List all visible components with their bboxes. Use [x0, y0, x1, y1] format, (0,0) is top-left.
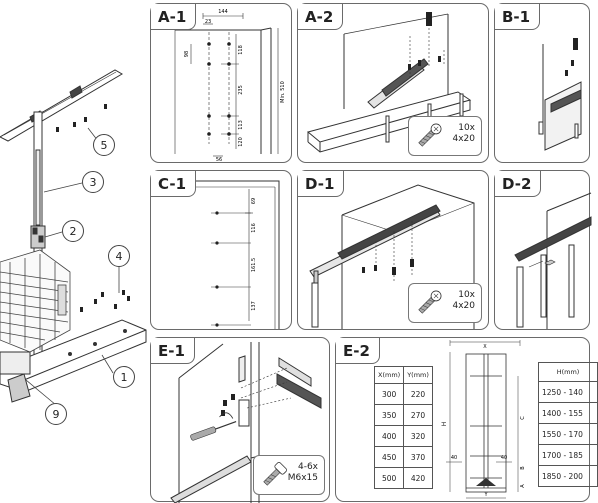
- panel-d1: D-1: [297, 170, 489, 330]
- e1-drawing: [170, 342, 322, 503]
- dim-h-label: H: [441, 422, 448, 427]
- dim-a-label: A: [520, 484, 526, 488]
- dim-x-label: X: [483, 344, 487, 350]
- a1-dim-d1: 118: [238, 45, 244, 55]
- a1-dim-right: Min. 510: [280, 81, 286, 103]
- panel-label: D-2: [495, 171, 542, 197]
- callout-4: 4: [108, 245, 130, 267]
- table-header-y: Y(mm): [403, 366, 433, 384]
- screw-size: M6x15: [287, 473, 318, 483]
- c1-drawing: 69 116 161.5 137: [187, 180, 280, 329]
- c1-dim-d3: 161.5: [251, 258, 257, 272]
- c1-dim-d1: 69: [251, 198, 257, 204]
- a1-dim-left: 98: [184, 51, 190, 57]
- panel-a1: A-1: [150, 3, 292, 163]
- table-row: 1850 - 200: [538, 465, 598, 487]
- table-row: 1700 - 185: [538, 444, 598, 466]
- callout-5: 5: [93, 134, 115, 156]
- screw-size: 4x20: [452, 301, 475, 311]
- a1-drawing: 144 23 98 118 235 113 120 56 Min. 510: [174, 9, 286, 163]
- screw-size: 4x20: [452, 134, 475, 144]
- panel-label: B-1: [495, 4, 541, 30]
- a1-dim-d4: 120: [238, 137, 244, 147]
- dim-w2-label: 40: [501, 455, 507, 461]
- a1-dim-d2: 235: [238, 85, 244, 95]
- panel-label: C-1: [151, 171, 197, 197]
- e2-drawing: X H C B A Y 40 40: [441, 340, 526, 499]
- dim-b-label: B: [520, 466, 526, 470]
- a1-dim-bottom: 56: [216, 157, 222, 163]
- d2-drawing: [514, 192, 592, 329]
- panel-d2: D-2: [494, 170, 592, 330]
- screw-icon: [418, 290, 442, 314]
- callout-9: 9: [45, 403, 67, 425]
- d1-drawing: [309, 184, 475, 329]
- screw-icon: [418, 123, 442, 147]
- screw-qty: 10x: [458, 290, 475, 300]
- screw-spec-text: 4-6x M6x15: [288, 462, 318, 484]
- screw-spec-text: 10x 4x20: [452, 290, 475, 312]
- callout-3: 3: [82, 171, 104, 193]
- table-row: 1400 - 155: [538, 402, 598, 424]
- table-header-x: X(mm): [373, 366, 405, 384]
- dim-y-label: Y: [483, 492, 488, 498]
- bolt-icon: [263, 461, 288, 486]
- panel-label: A-1: [151, 4, 197, 30]
- c1-dim-d4: 137: [251, 301, 257, 311]
- callout-1: 1: [113, 366, 135, 388]
- panel-e1: E-1: [150, 337, 330, 503]
- screw-spec-text: 10x 4x20: [452, 123, 475, 145]
- screw-qty: 10x: [458, 123, 475, 133]
- callout-2: 2: [62, 220, 84, 242]
- a1-dim-inner: 23: [205, 19, 211, 25]
- a1-dim-d3: 113: [238, 120, 244, 130]
- panel-label: E-1: [151, 338, 195, 364]
- bottom-rail: [0, 319, 147, 403]
- wire-basket: [0, 249, 71, 353]
- panel-a2: A-2: [297, 3, 489, 163]
- h-dimension-table: H(mm) 1250 - 140 1400 - 155 1550 - 170 1…: [538, 362, 598, 487]
- exploded-view-drawing: [0, 69, 147, 406]
- c1-dim-d2: 116: [251, 223, 257, 233]
- table-row: 1250 - 140: [538, 381, 598, 403]
- panel-label: E-2: [336, 338, 380, 364]
- b1-drawing: [538, 38, 582, 151]
- top-rail: [0, 69, 123, 142]
- table-header-h: H(mm): [538, 362, 598, 382]
- table-row: 1550 - 170: [538, 423, 598, 445]
- dim-c-label: C: [520, 416, 526, 420]
- panel-label: D-1: [298, 171, 345, 197]
- a2-drawing: [306, 12, 472, 153]
- screw-spec-box: 10x 4x20: [408, 283, 482, 323]
- screw-qty: 4-6x: [297, 462, 318, 472]
- panel-c1: C-1 69 116 161.5 137: [150, 170, 292, 330]
- screw-spec-box: 10x 4x20: [408, 116, 482, 156]
- panel-b1: B-1: [494, 3, 590, 163]
- a1-dim-top: 144: [218, 9, 228, 15]
- dim-w1-label: 40: [451, 455, 457, 461]
- screw-spec-box: 4-6x M6x15: [253, 455, 325, 495]
- panel-label: A-2: [298, 4, 344, 30]
- screwdriver-icon: [190, 412, 237, 441]
